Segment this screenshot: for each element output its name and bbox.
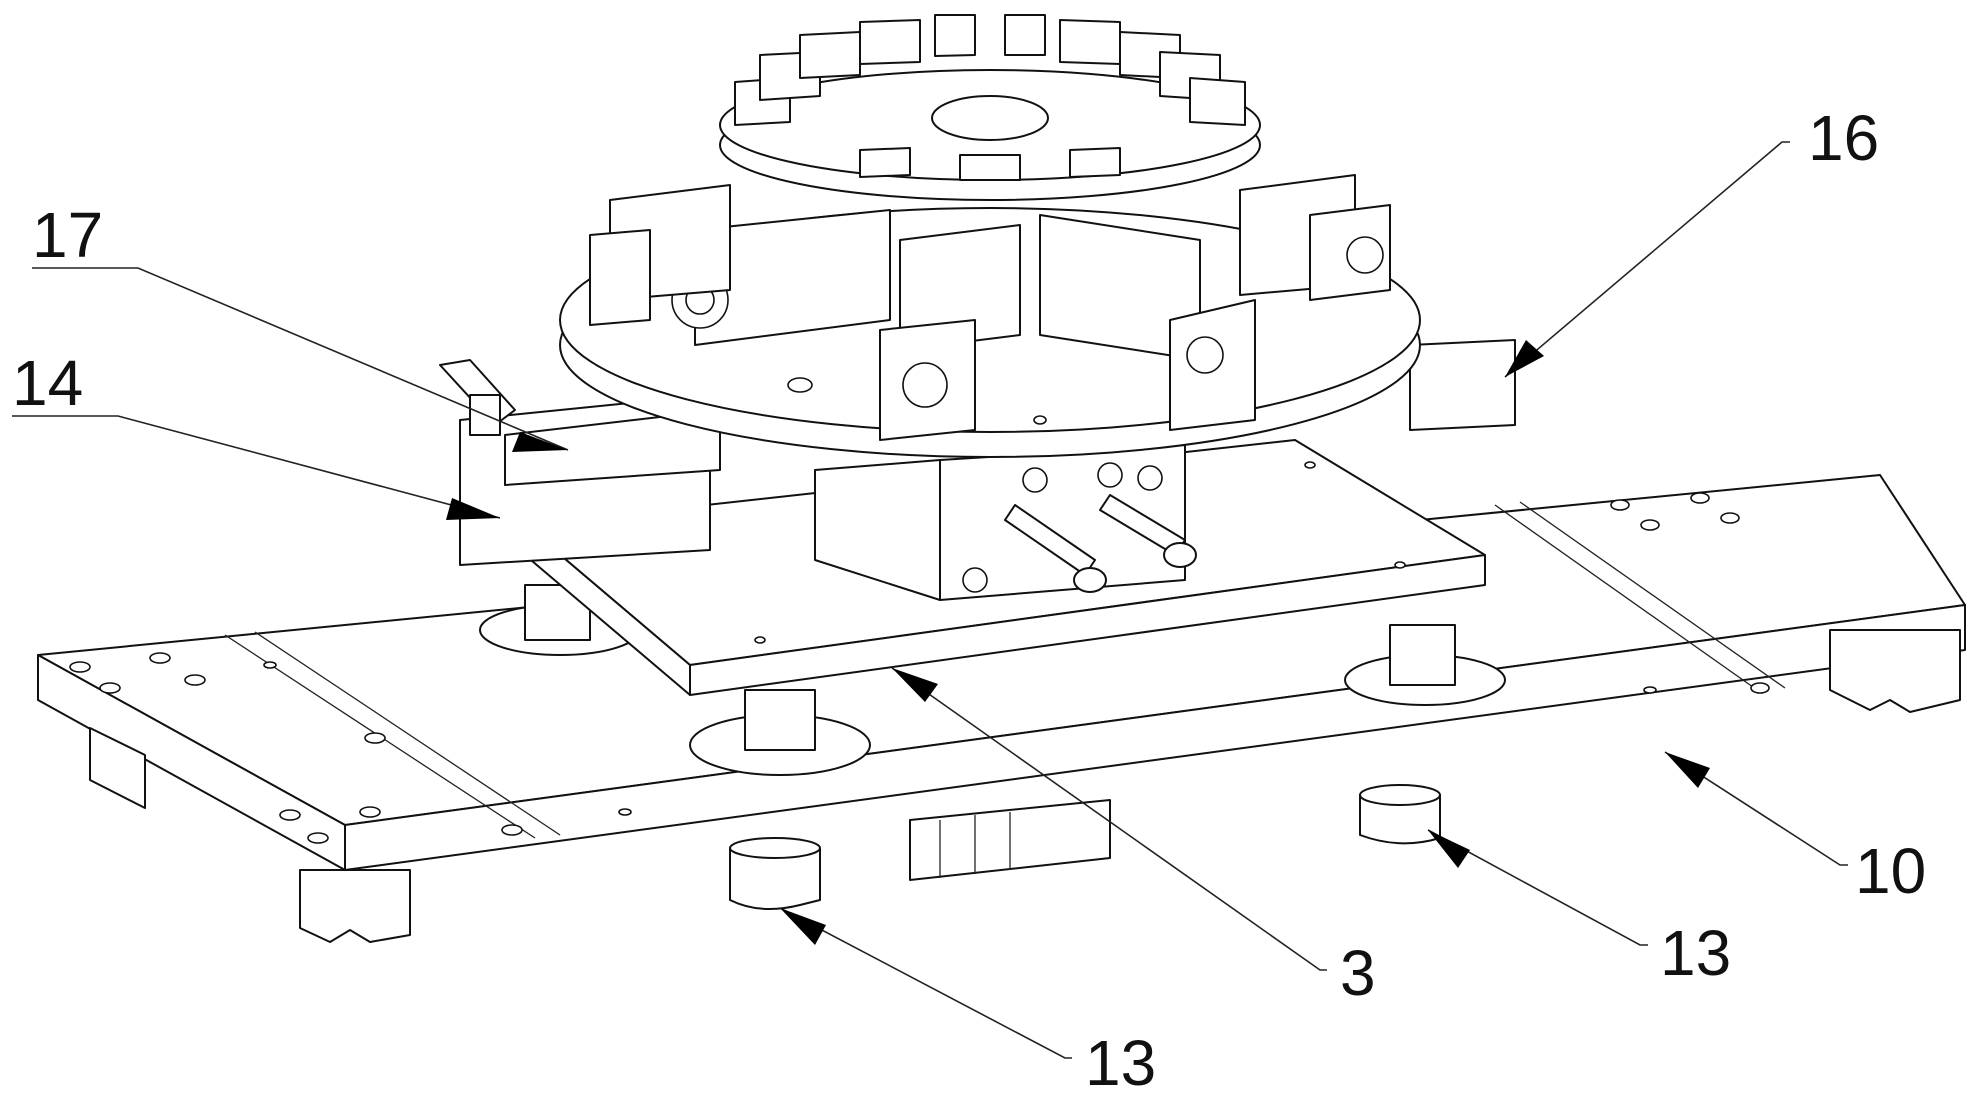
callout-3: 3: [891, 667, 1376, 1009]
callout-13b: 13: [779, 907, 1156, 1099]
callout-16: 16: [1504, 102, 1879, 378]
callout-label-13a: 13: [1660, 917, 1731, 989]
callout-label-3: 3: [1340, 937, 1376, 1009]
callout-label-13b: 13: [1085, 1027, 1156, 1099]
manifold-block: [814, 444, 1197, 601]
callout-label-10: 10: [1855, 835, 1926, 907]
callout-label-16: 16: [1808, 102, 1879, 174]
guide-blocks: [89, 629, 1961, 943]
callout-label-17: 17: [32, 199, 103, 271]
callout-14: 14: [12, 347, 501, 520]
callout-17: 17: [32, 199, 569, 452]
callout-13a: 13: [1427, 829, 1731, 989]
callout-10: 10: [1664, 751, 1926, 907]
mounting-holes: [69, 492, 1910, 844]
support-feet: [729, 784, 1441, 910]
top-index-plate: [719, 14, 1261, 201]
callout-label-14: 14: [12, 347, 83, 419]
pneumatic-cylinders: [589, 174, 1391, 441]
